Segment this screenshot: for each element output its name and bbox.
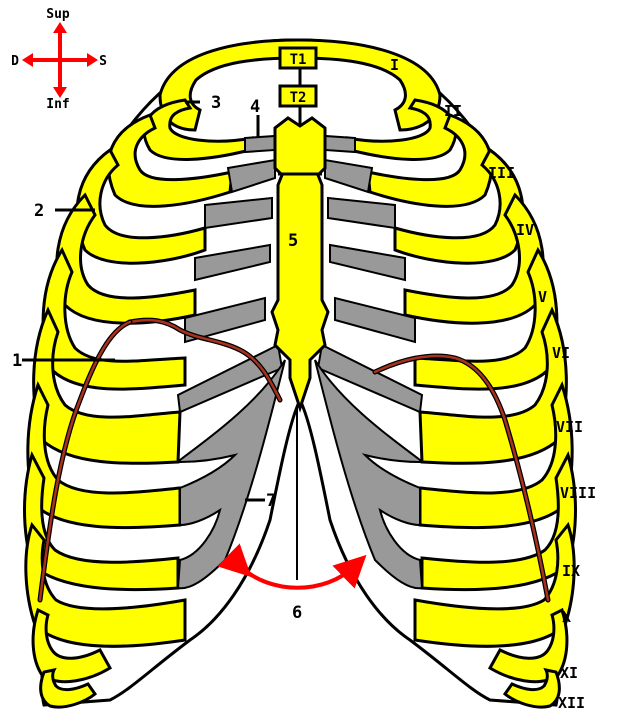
rib-numeral-1: I [390,56,399,74]
costal-cartilage-2-left [245,136,275,152]
compass-inf-label: Inf [46,97,69,112]
rib-numeral-2: II [444,102,462,120]
callout-6: 6 [292,603,302,623]
compass-right-label: S [99,54,107,69]
rib-numeral-5: V [538,288,547,306]
rib-numeral-3: III [488,164,515,182]
callout-4: 4 [250,97,260,117]
rib-numeral-8: VIII [560,484,596,502]
compass-sup-label: Sup [46,7,70,22]
callout-3: 3 [211,93,221,113]
costal-cartilage-2-right [325,136,355,152]
rib-numeral-4: IV [516,221,534,239]
compass-right-arrowhead-icon [87,53,98,67]
callout-1: 1 [12,351,22,371]
rib-numeral-9: IX [562,562,580,580]
rib-numeral-10: X [562,608,571,626]
rib-numeral-11: XI [560,664,578,682]
compass-left-arrowhead-icon [22,53,33,67]
vertebra-t2-label: T2 [290,90,307,106]
rib-numeral-12: XII [558,694,585,712]
callout-7: 7 [266,491,276,511]
rib-numeral-6: VI [552,344,570,362]
rib-numeral-7: VII [556,418,583,436]
vertebra-t1-label: T1 [290,52,307,68]
callout-5: 5 [288,231,298,251]
orientation-compass: Sup Inf D S [11,7,107,112]
compass-left-label: D [11,54,19,69]
compass-up-arrowhead-icon [53,22,67,33]
callout-2: 2 [34,201,44,221]
